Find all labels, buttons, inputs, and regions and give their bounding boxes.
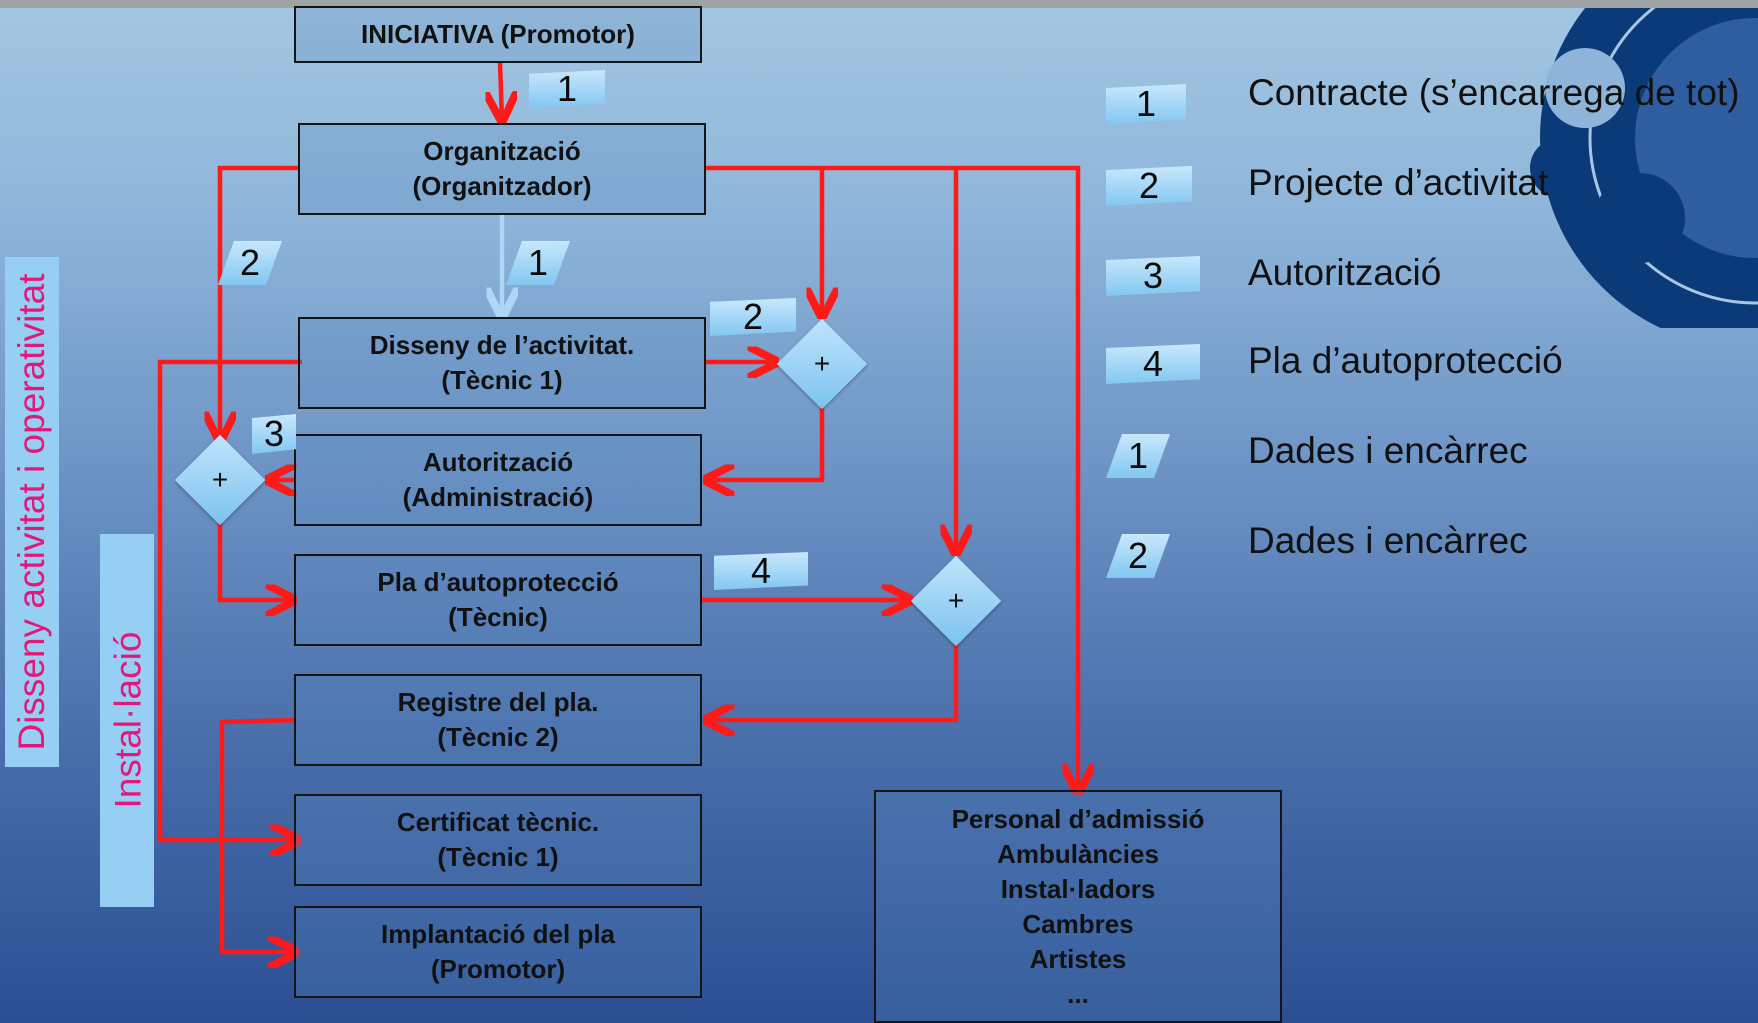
- legend-text-6: Dades i encàrrec: [1248, 520, 1528, 561]
- box-registre-line-2: (Tècnic 2): [437, 722, 559, 752]
- flow-tag-contract-1: 1: [529, 70, 605, 108]
- box-personal-line-1: Personal d’admissió: [951, 804, 1205, 834]
- box-implantacio: Implantació del pla (Promotor): [294, 906, 702, 998]
- box-implantacio-line-2: (Promotor): [430, 954, 566, 984]
- arrow-diamond-to-pla: [217, 522, 294, 600]
- box-certificat-line-1: Certificat tècnic.: [396, 807, 600, 837]
- box-pla: Pla d’autoprotecció (Tècnic): [294, 554, 702, 646]
- box-organitzacio-line-1: Organització: [423, 136, 581, 166]
- side-bar-design: [5, 257, 59, 767]
- arrow-organitzacio-to-autoritzacio-join: [220, 165, 300, 440]
- side-bar-installation: [100, 534, 154, 907]
- flow-tag-selfprotection-4: 4: [714, 552, 808, 590]
- legend-text-4: Pla d’autoprotecció: [1248, 340, 1563, 381]
- box-disseny-line-1: Disseny de l’activitat.: [369, 330, 635, 360]
- box-iniciativa-line-1: INICIATIVA (Promotor): [361, 19, 635, 49]
- box-personal-line-3: Instal·ladors: [1000, 874, 1156, 904]
- arrow-diamond-to-autoritzacio: [706, 408, 825, 480]
- box-autoritzacio-line-2: (Administració): [402, 482, 594, 512]
- logo-seal-decoration: [1500, 8, 1758, 328]
- box-implantacio-line-1: Implantació del pla: [380, 919, 616, 949]
- legend-tag-3: 3: [1106, 256, 1200, 296]
- legend-text-5: Dades i encàrrec: [1248, 430, 1528, 471]
- arrow-registre-to-implantacio: [219, 717, 296, 952]
- box-certificat: Certificat tècnic. (Tècnic 1): [294, 794, 702, 886]
- box-organitzacio-line-2: (Organitzador): [412, 171, 592, 201]
- box-certificat-line-2: (Tècnic 1): [437, 842, 559, 872]
- box-iniciativa: INICIATIVA (Promotor): [294, 6, 702, 63]
- arrow-diamond-to-registre: [706, 644, 959, 720]
- box-personal-line-5: Artistes: [1029, 944, 1127, 974]
- box-personal: Personal d’admissió Ambulàncies Instal·l…: [874, 790, 1282, 1023]
- box-personal-line-4: Cambres: [1022, 909, 1134, 939]
- flow-tag-authorization-3: 3: [252, 414, 296, 454]
- top-bar: [0, 0, 1758, 8]
- legend-text-3: Autorització: [1248, 252, 1442, 293]
- legend-tag-2: 2: [1106, 166, 1192, 206]
- box-autoritzacio: Autorització (Administració): [294, 434, 702, 526]
- box-organitzacio: Organització (Organitzador): [298, 123, 706, 215]
- box-registre: Registre del pla. (Tècnic 2): [294, 674, 702, 766]
- legend-tag-1: 1: [1106, 84, 1186, 124]
- box-disseny: Disseny de l’activitat. (Tècnic 1): [298, 317, 706, 409]
- join-diamond-mid-symbol: +: [947, 585, 965, 616]
- legend-text-2: Projecte d’activitat: [1248, 162, 1549, 203]
- box-pla-line-2: (Tècnic): [448, 602, 548, 632]
- box-personal-line-2: Ambulàncies: [997, 839, 1159, 869]
- join-diamond-left-symbol: +: [211, 464, 229, 495]
- box-personal-line-6: ...: [1067, 979, 1089, 1009]
- arrow-disseny-to-certificat: [157, 359, 302, 840]
- box-registre-line-1: Registre del pla.: [397, 687, 599, 717]
- arrow-organitzacio-right-trunk: [706, 165, 1078, 792]
- box-disseny-line-2: (Tècnic 1): [441, 365, 563, 395]
- join-diamond-top-symbol: +: [813, 348, 831, 379]
- legend-tag-4: 4: [1106, 344, 1200, 384]
- legend-text-1: Contracte (s’encarrega de tot): [1248, 72, 1740, 113]
- arrow-iniciativa-to-organitzacio: [500, 61, 502, 120]
- box-pla-line-1: Pla d’autoprotecció: [377, 567, 619, 597]
- box-autoritzacio-line-1: Autorització: [422, 447, 574, 477]
- flow-tag-project-2: 2: [710, 298, 796, 336]
